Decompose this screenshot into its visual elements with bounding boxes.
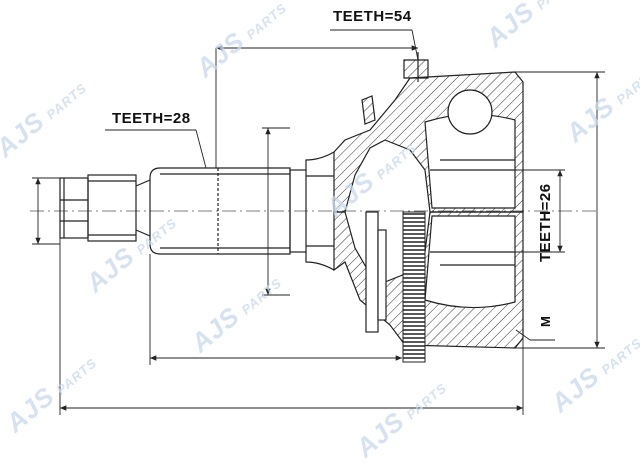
threaded-tip	[59, 174, 151, 242]
seal-ring	[361, 95, 387, 333]
cv-joint-drawing	[30, 29, 605, 415]
teeth-28-label: TEETH=28	[112, 110, 191, 127]
abs-ring	[402, 211, 426, 363]
inner-race	[424, 89, 516, 309]
teeth-54-label: TEETH=54	[333, 8, 412, 25]
teeth-26-label: TEETH=26	[537, 183, 554, 262]
dimensions	[32, 29, 605, 415]
thread-m-label: M	[538, 316, 553, 327]
